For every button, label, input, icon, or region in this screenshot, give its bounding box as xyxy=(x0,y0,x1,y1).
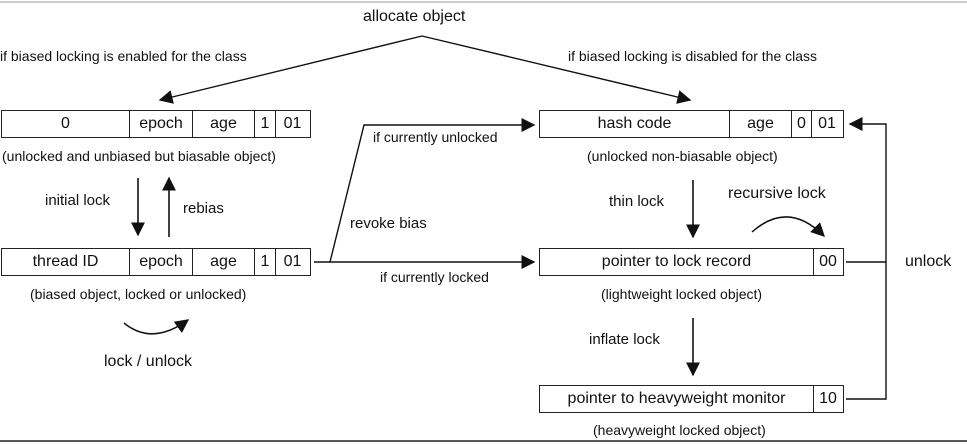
caption-non-biasable: (unlocked non-biasable object) xyxy=(587,148,778,164)
field-lock-bits: 10 xyxy=(819,390,837,407)
arrow-recursive-lock xyxy=(751,216,825,237)
rebias-label: rebias xyxy=(183,200,224,217)
unlock-label: unlock xyxy=(905,253,952,270)
allocate-object-label: allocate object xyxy=(363,8,466,25)
thin-lock-label: thin lock xyxy=(609,193,665,210)
field-age: age xyxy=(730,111,792,137)
biased-disabled-label: if biased locking is disabled for the cl… xyxy=(568,48,818,64)
arrow-lock-unlock xyxy=(123,319,190,335)
field-lock-record-pointer: pointer to lock record xyxy=(540,249,814,275)
header-heavyweight: pointer to heavyweight monitor 10 xyxy=(539,385,844,413)
recursive-lock-label: recursive lock xyxy=(728,185,826,202)
field-lock-bits: 01 xyxy=(283,115,302,132)
field-lock-bits: 01 xyxy=(283,253,302,270)
field-biased-bit: 0 xyxy=(792,111,812,137)
caption-unbiased: (unlocked and unbiased but biasable obje… xyxy=(2,148,276,164)
inflate-lock-label: inflate lock xyxy=(589,331,660,348)
header-lightweight: pointer to lock record 00 xyxy=(539,248,844,276)
caption-biased: (biased object, locked or unlocked) xyxy=(30,286,247,302)
lock-unlock-label: lock / unlock xyxy=(104,353,193,370)
arrow-allocate-to-non-biasable xyxy=(421,35,692,104)
if-currently-unlocked-label: if currently unlocked xyxy=(373,129,498,145)
if-currently-locked-label: if currently locked xyxy=(380,269,489,285)
field-zero: 0 xyxy=(2,111,130,137)
initial-lock-label: initial lock xyxy=(45,192,111,209)
field-age: age xyxy=(193,249,255,275)
field-lock-bits: 01 xyxy=(818,115,836,132)
field-age: age xyxy=(193,111,255,137)
biased-enabled-label: if biased locking is enabled for the cla… xyxy=(0,48,247,64)
revoke-bias-label: revoke bias xyxy=(350,215,427,232)
caption-heavyweight: (heavyweight locked object) xyxy=(593,422,766,438)
field-thread-id: thread ID xyxy=(2,249,130,275)
field-epoch: epoch xyxy=(130,111,193,137)
header-unbiased: 0 epoch age 1 01 xyxy=(1,110,311,138)
field-lock-bits: 00 xyxy=(819,253,837,270)
field-monitor-pointer: pointer to heavyweight monitor xyxy=(540,386,814,412)
caption-lightweight: (lightweight locked object) xyxy=(601,286,763,302)
field-epoch: epoch xyxy=(130,249,193,275)
header-non-biasable: hash code age 0 01 xyxy=(539,110,844,138)
field-biased-bit: 1 xyxy=(255,249,276,275)
arrow-allocate-to-biasable xyxy=(158,35,423,104)
field-biased-bit: 1 xyxy=(255,111,276,137)
header-biased: thread ID epoch age 1 01 xyxy=(1,248,311,276)
arrow-revoke-unlocked xyxy=(314,118,536,263)
field-hash-code: hash code xyxy=(540,111,730,137)
